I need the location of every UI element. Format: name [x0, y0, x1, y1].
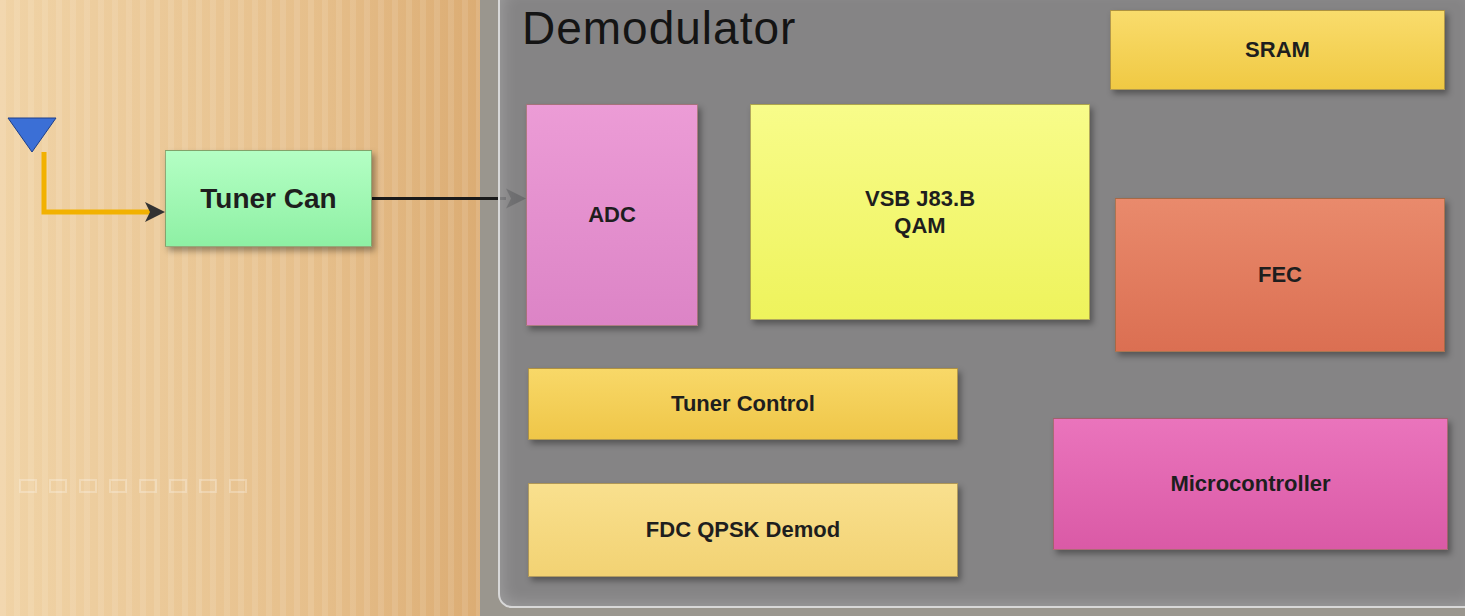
- block-label: Microcontroller: [1170, 470, 1330, 498]
- antenna-symbol: [8, 118, 56, 152]
- block-box: VSB J83.B QAM: [750, 104, 1090, 320]
- block-label: FDC QPSK Demod: [646, 516, 840, 544]
- block-box: SRAM: [1110, 10, 1445, 90]
- block-box: FEC: [1115, 198, 1445, 352]
- chip-panel: DemodulatorADC VSB J83.B QAM SRAM FEC Tuner …: [498, 0, 1465, 608]
- texture-ground: [0, 0, 520, 616]
- block-box: ADC: [526, 104, 698, 326]
- antenna-wire: [44, 152, 150, 212]
- texture-stripes: [0, 0, 520, 616]
- block-box: Microcontroller: [1053, 418, 1448, 550]
- block-box: FDC QPSK Demod: [528, 483, 958, 577]
- block-box: Tuner Control: [528, 368, 958, 440]
- antenna-arrowhead: [145, 202, 165, 222]
- block-label: VSB J83.B QAM: [855, 185, 985, 240]
- panel-title: Demodulator: [522, 0, 796, 58]
- block-label: SRAM: [1245, 36, 1310, 64]
- block-label: Tuner Control: [671, 390, 815, 418]
- block-label: Tuner Can: [200, 181, 336, 216]
- block-label: FEC: [1258, 261, 1302, 289]
- arrow-line: [372, 197, 506, 200]
- block-label: ADC: [588, 201, 636, 229]
- faint-squares: [20, 480, 246, 492]
- block-box: Tuner Can: [165, 150, 372, 247]
